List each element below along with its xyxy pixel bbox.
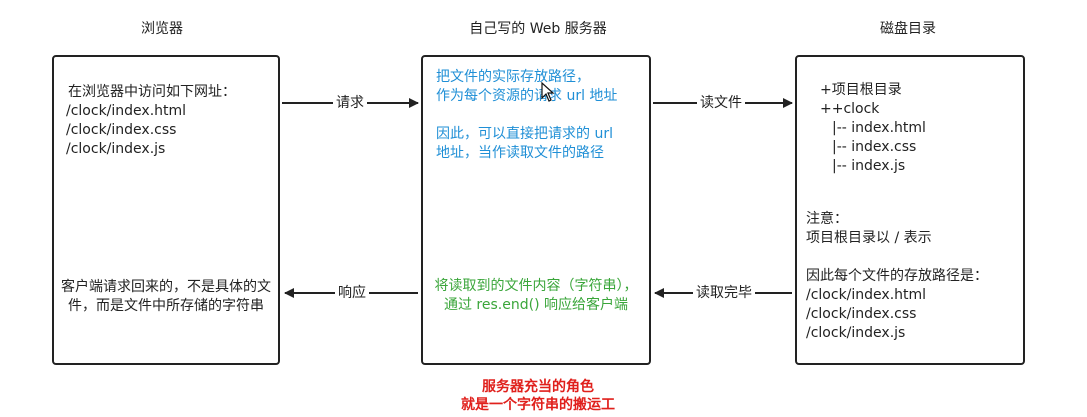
note-title: 注意： (806, 211, 848, 227)
browser-url-3: /clock/index.js (66, 141, 166, 157)
browser-response-line-2: 件，而是文件中所存储的字符串 (68, 298, 264, 314)
response-label: 响应 (335, 284, 369, 302)
browser-response-line-1: 客户端请求回来的，不是具体的文 (61, 279, 271, 295)
server-bottom-line-2: 通过 res.end() 响应给客户端 (443, 297, 628, 313)
disk-box (795, 55, 1025, 365)
server-box (421, 55, 651, 365)
server-title: 自己写的 Web 服务器 (469, 21, 607, 37)
disk-title: 磁盘目录 (880, 21, 936, 37)
request-label: 请求 (333, 94, 367, 112)
server-mid-line-2: 地址，当作读取文件的路径 (436, 145, 604, 161)
caption-line-1: 服务器充当的角色 (482, 379, 594, 395)
tree-index-js: |-- index.js (832, 158, 906, 174)
tree-clock: ++clock (820, 101, 880, 117)
tree-index-css: |-- index.css (832, 139, 917, 155)
tree-index-html: |-- index.html (832, 120, 926, 136)
path-index-js: /clock/index.js (806, 325, 906, 341)
path-intro: 因此每个文件的存放路径是： (806, 268, 988, 284)
browser-title: 浏览器 (141, 21, 183, 37)
path-index-html: /clock/index.html (806, 287, 927, 303)
server-bottom-line-1: 将读取到的文件内容（字符串）， (434, 278, 638, 294)
note-text: 项目根目录以 / 表示 (806, 230, 932, 246)
read-file-label: 读文件 (697, 94, 745, 112)
read-done-label: 读取完毕 (693, 284, 755, 302)
path-index-css: /clock/index.css (806, 306, 917, 322)
server-top-line-1: 把文件的实际存放路径， (436, 69, 590, 85)
server-mid-line-1: 因此，可以直接把请求的 url (436, 126, 613, 142)
tree-root: +项目根目录 (820, 82, 902, 98)
caption-line-2: 就是一个字符串的搬运工 (461, 397, 615, 413)
server-top-line-2: 作为每个资源的请求 url 地址 (436, 88, 618, 104)
browser-intro: 在浏览器中访问如下网址： (68, 84, 236, 100)
browser-box (52, 55, 280, 365)
browser-url-2: /clock/index.css (66, 122, 177, 138)
mouse-cursor-icon (541, 82, 555, 102)
browser-url-1: /clock/index.html (66, 103, 187, 119)
